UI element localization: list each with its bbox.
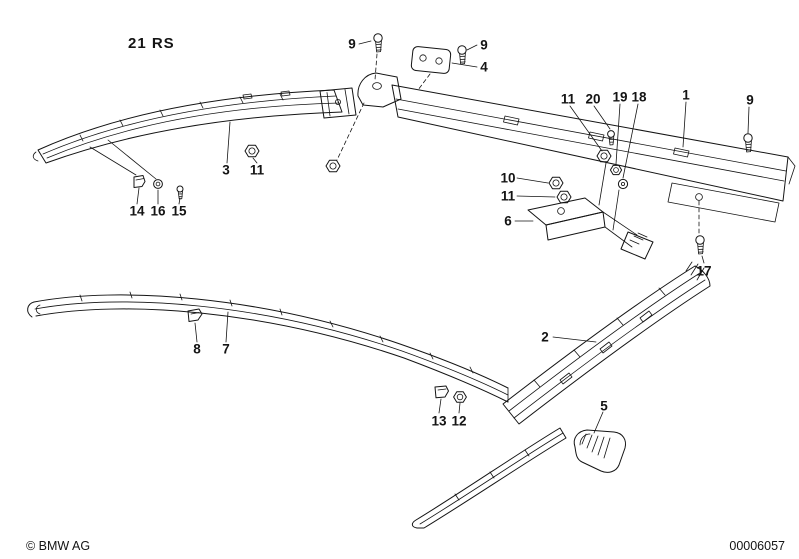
fastener-clip-8 bbox=[187, 308, 203, 322]
callout-3: 3 bbox=[222, 162, 230, 178]
fastener-clip-13 bbox=[434, 385, 449, 399]
part-2-trim-strip bbox=[411, 261, 711, 529]
callout-13: 13 bbox=[431, 413, 447, 429]
callout-4: 4 bbox=[480, 59, 488, 75]
callout-20: 20 bbox=[585, 91, 601, 107]
fastener-screw-9-top-right bbox=[457, 45, 467, 65]
fastener-screw-20 bbox=[607, 130, 615, 146]
fastener-nut-11-c bbox=[596, 149, 612, 163]
fastener-nut-19 bbox=[609, 164, 623, 176]
construction-lines bbox=[89, 53, 700, 235]
callout-17: 17 bbox=[696, 263, 712, 279]
fastener-screw-15 bbox=[176, 185, 184, 200]
fastener-nut-11-b bbox=[325, 159, 341, 173]
fastener-screw-9-right bbox=[743, 133, 753, 153]
callout-11: 11 bbox=[249, 162, 265, 178]
callout-10: 10 bbox=[500, 170, 516, 186]
leader-lines bbox=[136, 40, 750, 434]
part-6-bracket bbox=[527, 197, 654, 260]
fastener-nut-11-a bbox=[244, 144, 260, 158]
callout-16: 16 bbox=[150, 203, 166, 219]
callout-11: 11 bbox=[560, 91, 576, 107]
callout-9: 9 bbox=[480, 37, 488, 53]
callout-6: 6 bbox=[504, 213, 512, 229]
fastener-clip-14 bbox=[133, 175, 146, 188]
callout-14: 14 bbox=[129, 203, 145, 219]
part-5-end-cap bbox=[573, 429, 626, 473]
callout-9: 9 bbox=[746, 92, 754, 108]
callout-9: 9 bbox=[348, 36, 356, 52]
part-7-trim-strip bbox=[27, 291, 509, 403]
section-code: 21 RS bbox=[128, 35, 175, 52]
copyright-text: © BMW AG bbox=[26, 539, 91, 553]
fastener-ring-18 bbox=[617, 178, 629, 190]
callout-2: 2 bbox=[541, 329, 549, 345]
part-1-rail bbox=[357, 72, 796, 223]
part-3-trim-strip bbox=[32, 87, 357, 164]
fastener-washer-16 bbox=[153, 179, 163, 189]
callout-19: 19 bbox=[612, 89, 628, 105]
fastener-screw-17 bbox=[695, 235, 705, 255]
callout-8: 8 bbox=[193, 341, 201, 357]
callout-1: 1 bbox=[682, 87, 690, 103]
fastener-screw-9-top-left bbox=[373, 33, 383, 53]
fastener-nut-12 bbox=[453, 391, 467, 403]
callout-15: 15 bbox=[171, 203, 187, 219]
callout-18: 18 bbox=[631, 89, 647, 105]
drawing-number: 00006057 bbox=[729, 539, 785, 553]
fastener-nut-10 bbox=[548, 176, 564, 190]
callout-5: 5 bbox=[600, 398, 608, 414]
callout-12: 12 bbox=[451, 413, 467, 429]
fastener-nut-11-d bbox=[556, 190, 572, 204]
callout-11: 11 bbox=[500, 188, 516, 204]
part-4-bracket bbox=[410, 46, 452, 74]
callout-7: 7 bbox=[222, 341, 230, 357]
